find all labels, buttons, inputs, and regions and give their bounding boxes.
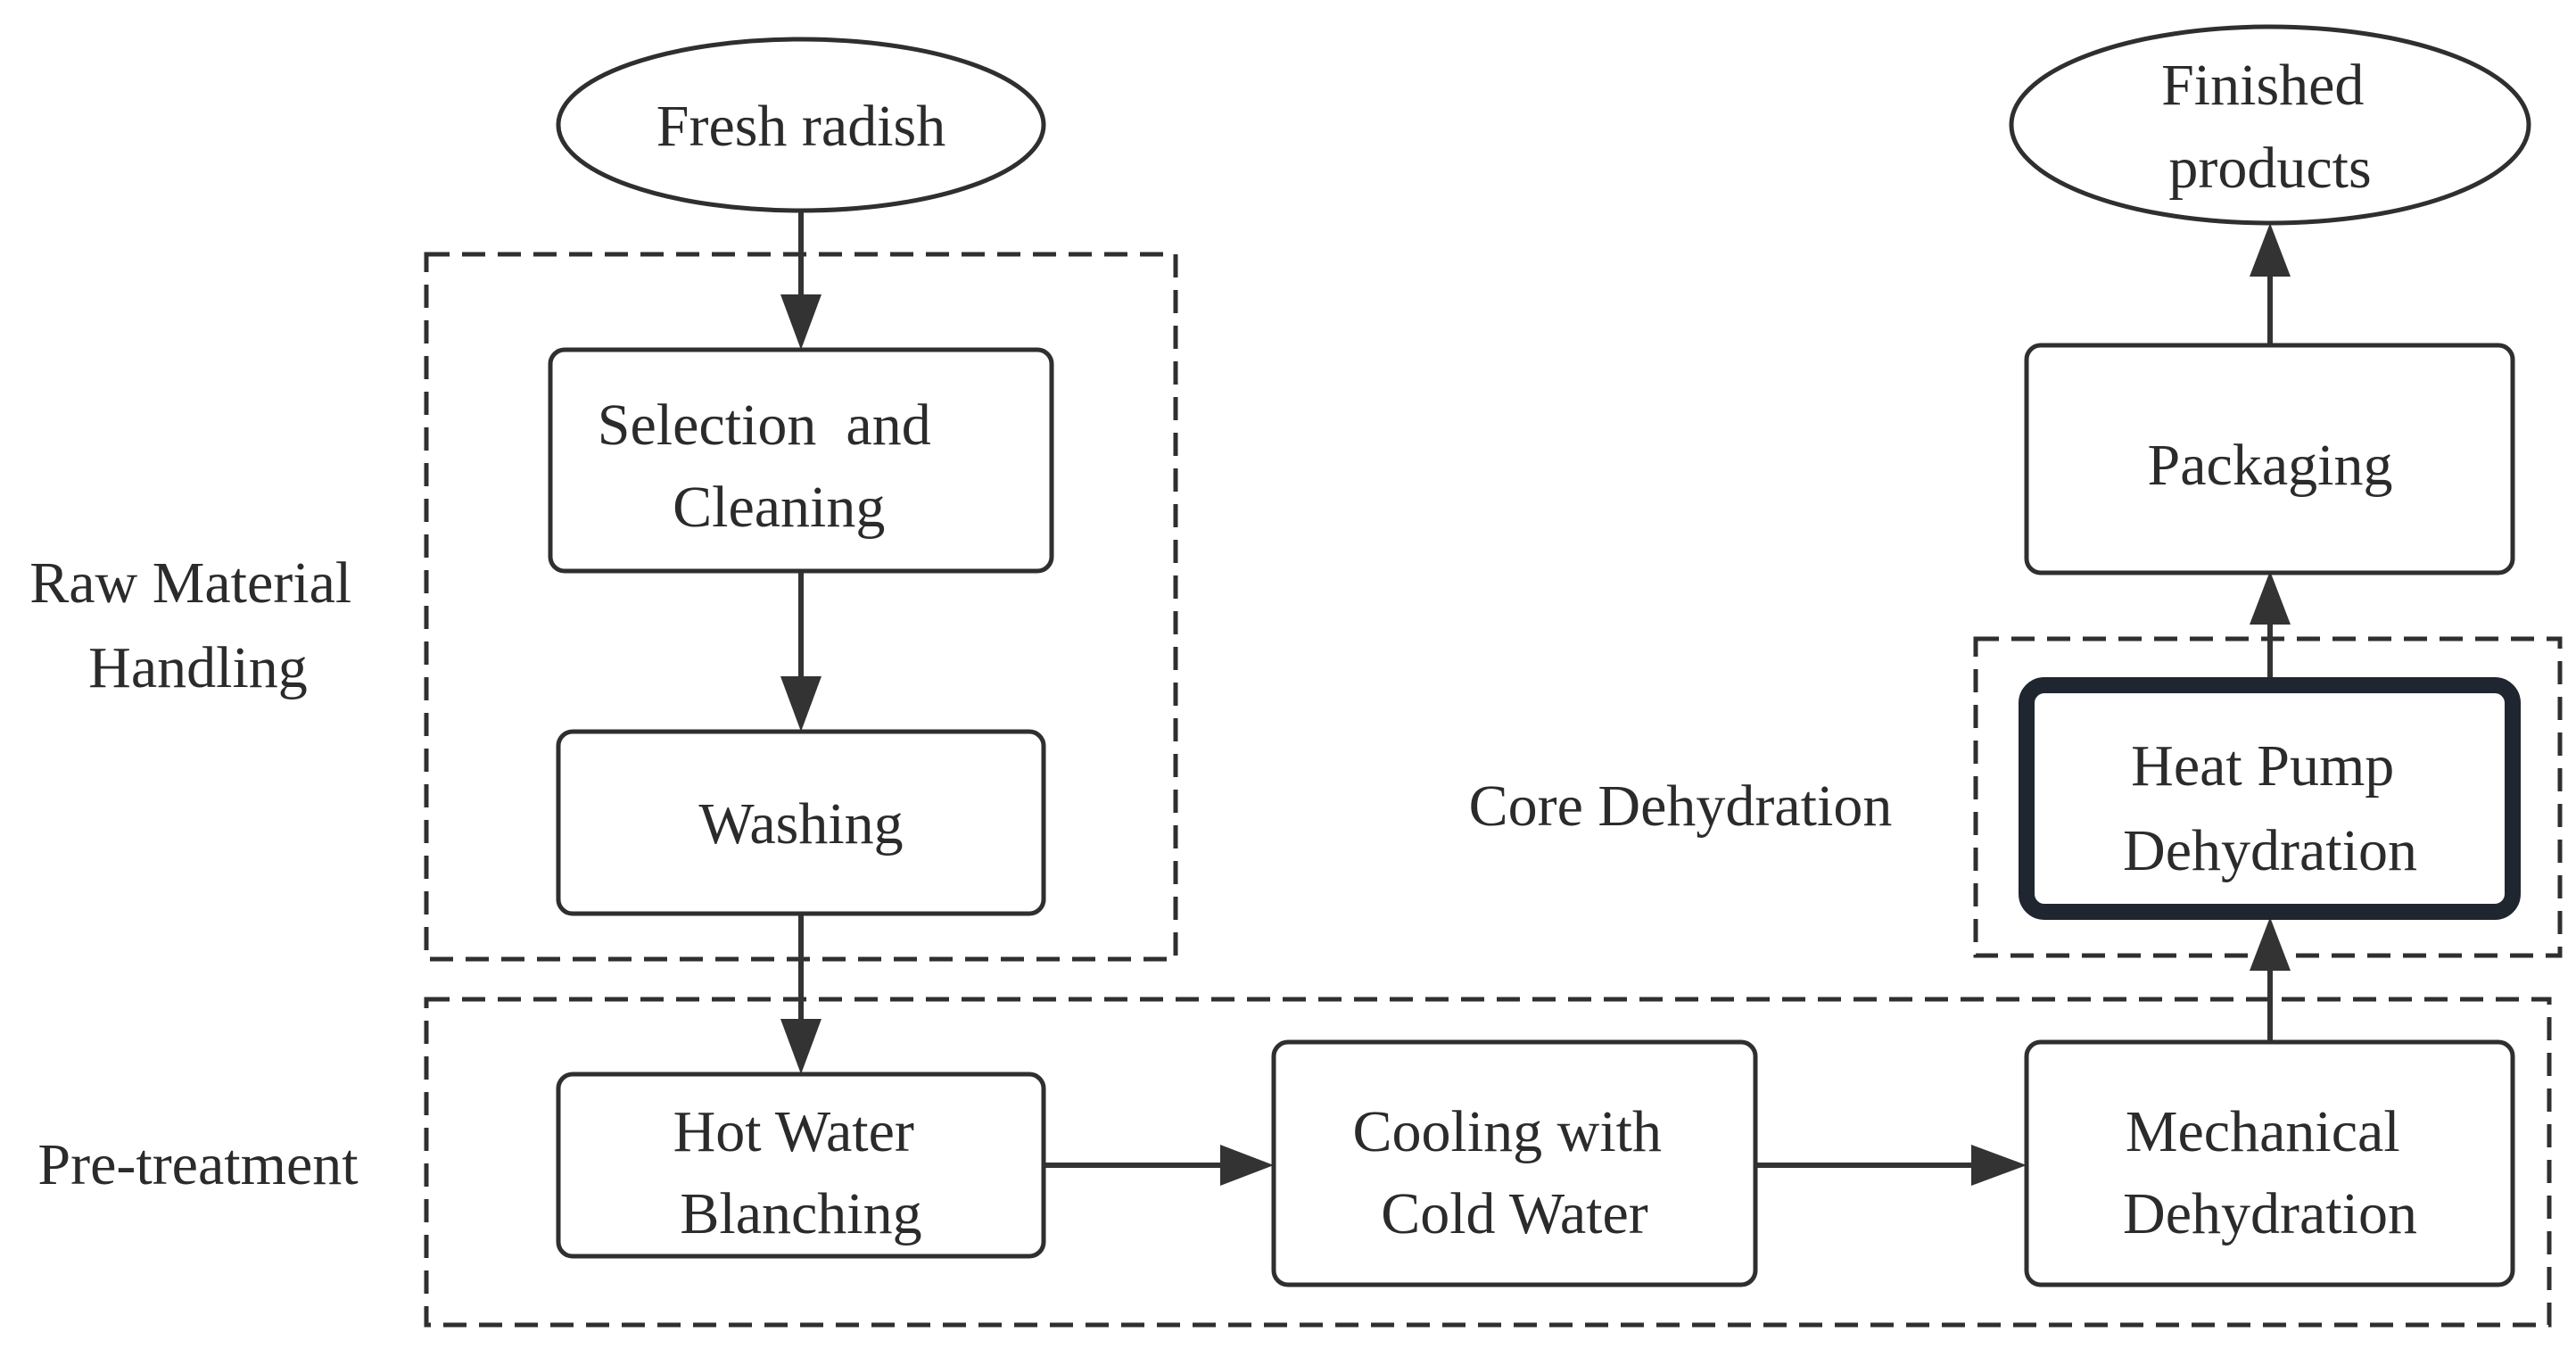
selection-and-cleaning-node: [548, 347, 1054, 574]
arrow-head-down: [780, 676, 822, 732]
fresh-radish-text: Fresh radish: [656, 94, 945, 159]
packaging-text: Packaging: [2148, 433, 2393, 498]
arrow-head-right: [1971, 1145, 2027, 1186]
finished-products-node: [2009, 24, 2531, 226]
core-dehydration-label: Core Dehydration: [1469, 774, 1893, 839]
arrow-head-right: [1220, 1145, 1274, 1186]
pre-treatment-label: Pre-treatment: [37, 1132, 358, 1197]
cooling-with-cold-water-node: [1271, 1039, 1758, 1287]
heat-pump-dehydration-text: Heat Pump Dehydration: [2123, 733, 2417, 883]
selection-and-cleaning-text: Selection and Cleaning: [0, 0, 1004, 540]
arrow-head-down: [780, 1019, 822, 1074]
raw-material-handling-label: Raw Material Handling: [29, 550, 367, 700]
washing-node: [556, 729, 1046, 916]
pre-treatment-group: [424, 997, 2552, 1328]
arrow-head-up: [2250, 571, 2291, 625]
washing-text: Washing: [698, 791, 903, 857]
arrow-head-down: [780, 294, 822, 350]
heat-pump-dehydration-node: [2019, 677, 2521, 920]
hot-water-blanching-node: [556, 1072, 1046, 1259]
finished-products-text: Finished products: [2161, 53, 2379, 201]
packaging-node: [2024, 343, 2515, 575]
fresh-radish-node: [556, 37, 1046, 213]
arrow-head-up: [2250, 223, 2291, 277]
hot-water-blanching-text: Hot Water Blanching: [673, 1099, 929, 1246]
mechanical-dehydration-text: Mechanical Dehydration: [2123, 1099, 2417, 1246]
arrow-head-up: [2250, 917, 2291, 971]
cooling-with-cold-water-text: Cooling with Cold Water: [1352, 1099, 1676, 1246]
mechanical-dehydration-node: [2024, 1039, 2515, 1287]
